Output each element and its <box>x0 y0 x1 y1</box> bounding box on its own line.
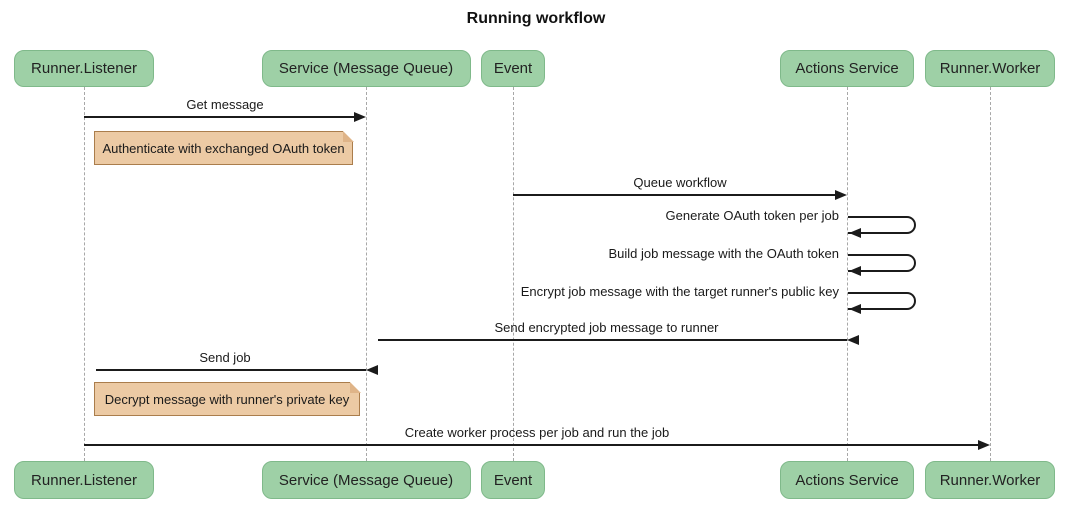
participant-actions-service-top: Actions Service <box>780 50 914 87</box>
lifeline-service-message-queue <box>365 87 367 461</box>
message-label: Build job message with the OAuth token <box>608 246 839 261</box>
note: Decrypt message with runner's private ke… <box>94 381 361 416</box>
arrowhead-icon <box>366 365 378 375</box>
arrowhead-icon <box>849 266 861 276</box>
participant-event-top: Event <box>481 50 545 87</box>
lifeline-runner-listener <box>83 87 85 461</box>
participant-event-bottom: Event <box>481 461 545 499</box>
arrowhead-icon <box>354 112 366 122</box>
lifeline-actions-service <box>846 87 848 461</box>
participant-actions-service-bottom: Actions Service <box>780 461 914 499</box>
message-line <box>96 369 366 371</box>
arrowhead-icon <box>835 190 847 200</box>
message-label: Create worker process per job and run th… <box>404 425 670 440</box>
lifeline-event <box>512 87 514 461</box>
arrowhead-icon <box>847 335 859 345</box>
message-line <box>513 194 835 196</box>
message-label: Generate OAuth token per job <box>665 208 839 223</box>
message-label: Get message <box>186 97 264 112</box>
message-line <box>84 116 354 118</box>
participant-runner-worker-top: Runner.Worker <box>925 50 1055 87</box>
self-loop <box>848 254 916 272</box>
message-label: Encrypt job message with the target runn… <box>520 284 839 299</box>
participant-runner-worker-bottom: Runner.Worker <box>925 461 1055 499</box>
participant-runner-listener-bottom: Runner.Listener <box>14 461 154 499</box>
note: Authenticate with exchanged OAuth token <box>94 130 354 165</box>
message-label: Send encrypted job message to runner <box>494 320 719 335</box>
participant-service-message-queue-bottom: Service (Message Queue) <box>261 461 471 499</box>
lifeline-runner-worker <box>989 87 991 461</box>
arrowhead-icon <box>849 304 861 314</box>
message-label: Send job <box>199 350 251 365</box>
participant-service-message-queue-top: Service (Message Queue) <box>261 50 471 87</box>
message-line <box>378 339 847 341</box>
message-line <box>84 444 978 446</box>
self-loop <box>848 292 916 310</box>
self-loop <box>848 216 916 234</box>
arrowhead-icon <box>978 440 990 450</box>
message-label: Queue workflow <box>633 175 727 190</box>
diagram-title: Running workflow <box>466 10 606 27</box>
participant-runner-listener-top: Runner.Listener <box>14 50 154 87</box>
arrowhead-icon <box>849 228 861 238</box>
